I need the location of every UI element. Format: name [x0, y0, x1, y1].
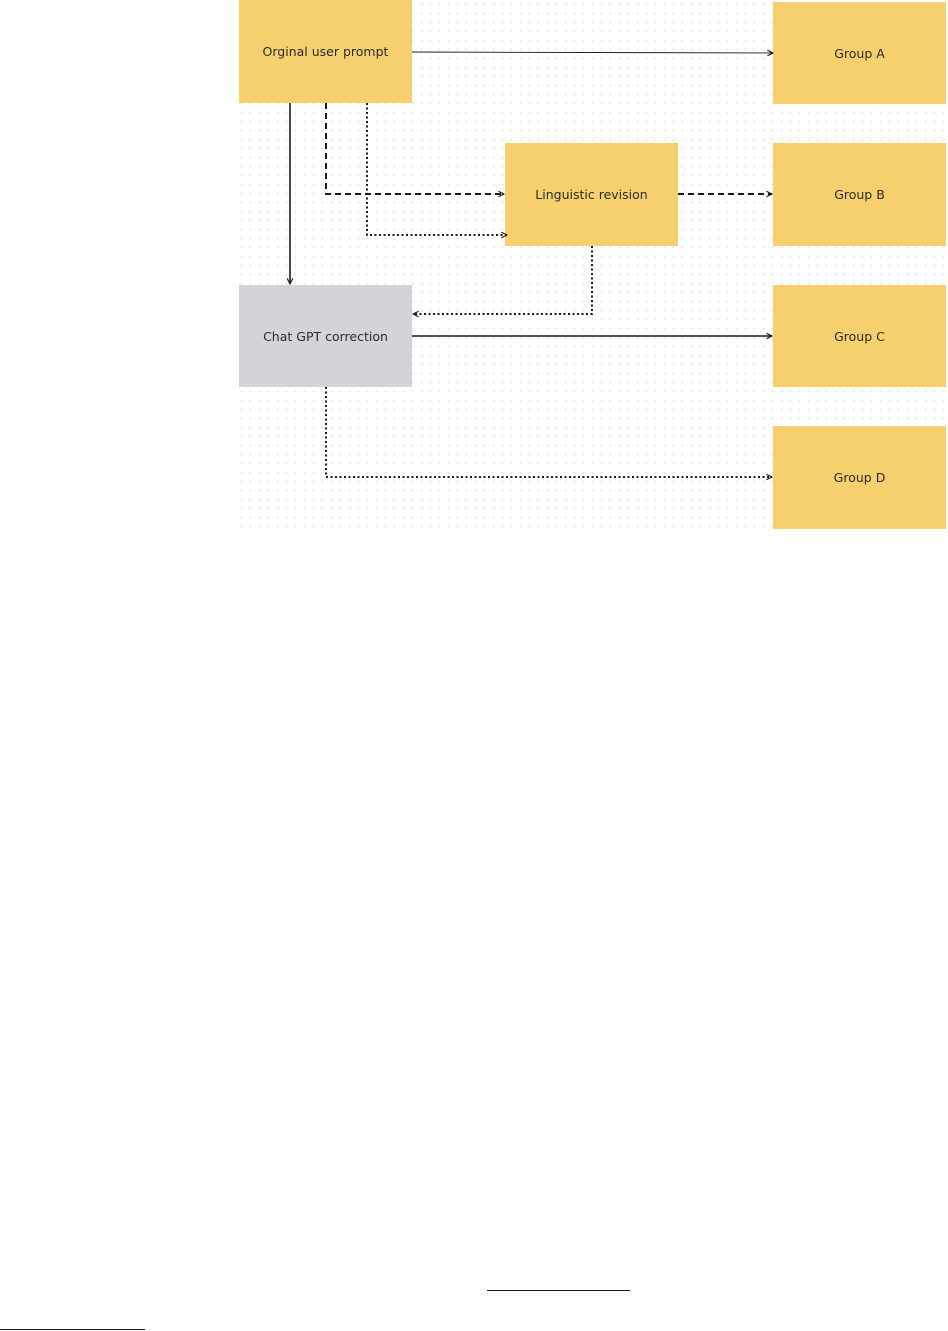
node-group-a: Group A	[773, 2, 946, 104]
node-chatgpt-correction: Chat GPT correction	[239, 285, 412, 387]
node-group-c: Group C	[773, 285, 946, 387]
node-group-b-label: Group B	[834, 187, 885, 202]
node-group-c-label: Group C	[834, 329, 885, 344]
node-linguistic-revision: Linguistic revision	[505, 143, 678, 246]
node-group-a-label: Group A	[834, 46, 885, 61]
node-group-b: Group B	[773, 143, 946, 246]
node-chatgpt-correction-label: Chat GPT correction	[263, 329, 388, 344]
node-group-d: Group D	[773, 426, 946, 529]
node-group-d-label: Group D	[834, 470, 886, 485]
node-linguistic-revision-label: Linguistic revision	[535, 187, 647, 202]
divider-line-footnote	[0, 1329, 145, 1330]
node-original-prompt: Orginal user prompt	[239, 0, 412, 103]
divider-line-center	[487, 1290, 630, 1291]
node-original-prompt-label: Orginal user prompt	[263, 44, 389, 59]
